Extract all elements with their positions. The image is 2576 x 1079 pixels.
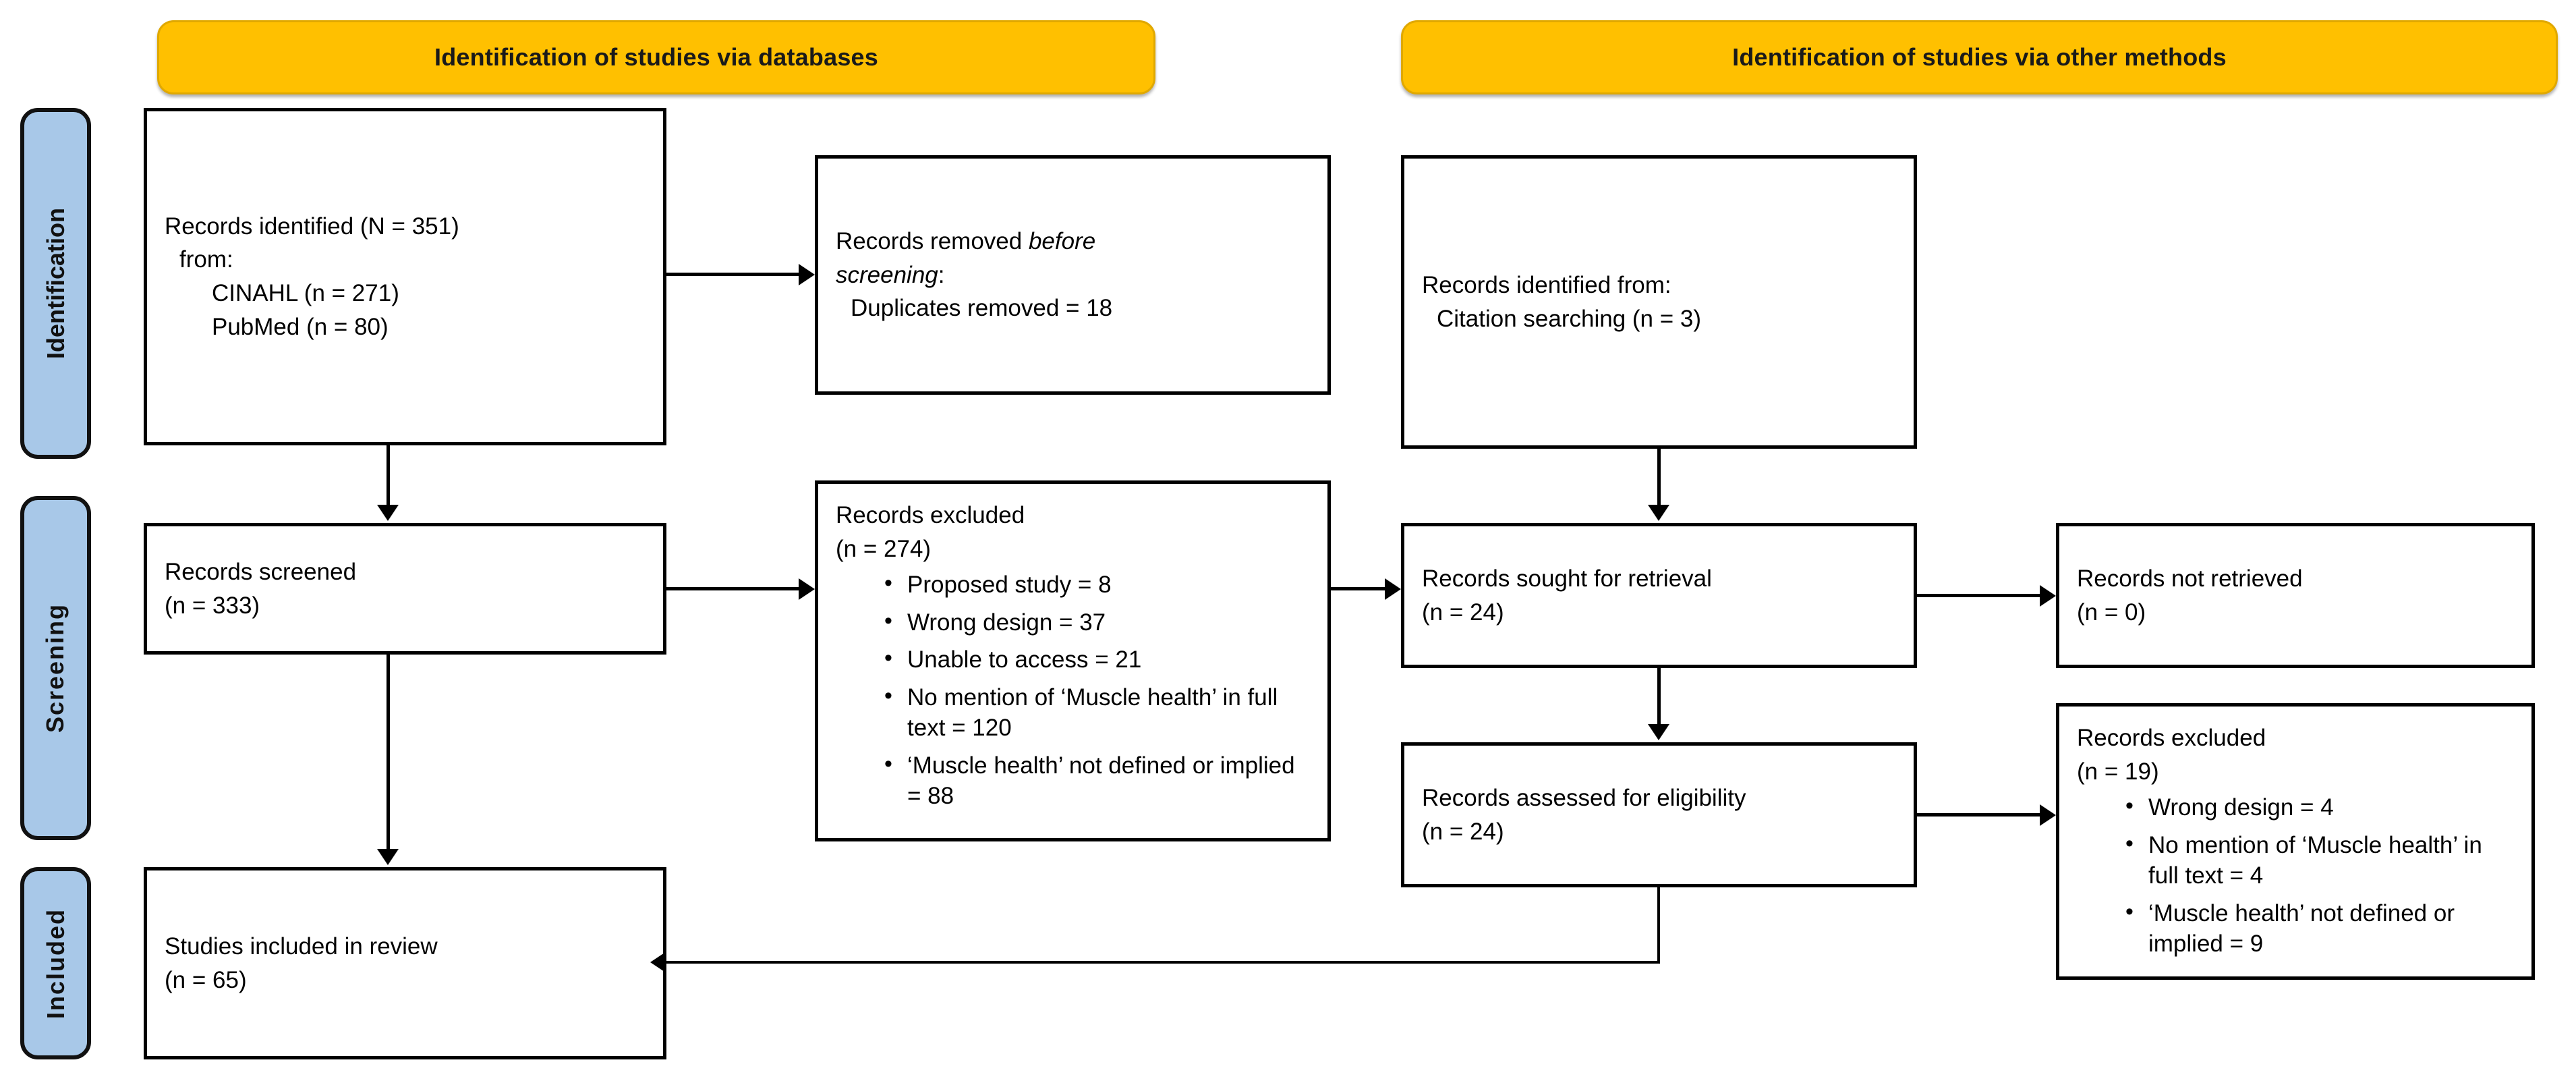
records-identified-line4: PubMed (n = 80): [212, 313, 389, 340]
connector-assessed-to-excluded-other: [1917, 813, 2040, 817]
arrowhead-screened-to-excluded: [799, 578, 815, 600]
connector-sought-to-assessed: [1657, 668, 1661, 725]
box-records-excluded-databases: Records excluded (n = 274) Proposed stud…: [815, 480, 1331, 841]
stage-screening-text: Screening: [41, 603, 69, 734]
connector-excluded-to-sought: [1331, 587, 1385, 590]
list-item: Wrong design = 4: [2125, 791, 2514, 823]
records-sought-line2: (n = 24): [1422, 599, 1504, 626]
connector-identified-other-to-sought: [1657, 449, 1661, 506]
stage-label-identification: Identification: [20, 108, 91, 459]
records-excluded-other-bullet-list: Wrong design = 4 No mention of ‘Muscle h…: [2077, 791, 2514, 960]
connector-assessed-to-included-horizontal: [666, 961, 1660, 964]
list-item: No mention of ‘Muscle health’ in full te…: [2125, 829, 2514, 891]
banner-databases: Identification of studies via databases: [157, 20, 1155, 94]
records-excluded-db-line2: (n = 274): [836, 535, 932, 562]
arrowhead-identified-to-screened: [377, 505, 399, 521]
connector-screened-to-included: [387, 655, 390, 850]
arrowhead-screened-to-included: [377, 849, 399, 865]
records-removed-line1: Records removed before: [836, 225, 1310, 258]
list-item: ‘Muscle health’ not defined or implied =…: [2125, 897, 2514, 960]
list-item: ‘Muscle health’ not defined or implied =…: [884, 749, 1310, 812]
list-item: No mention of ‘Muscle health’ in full te…: [884, 681, 1310, 744]
box-records-not-retrieved: Records not retrieved (n = 0): [2056, 523, 2535, 668]
box-records-excluded-other: Records excluded (n = 19) Wrong design =…: [2056, 703, 2535, 980]
records-not-retrieved-line2: (n = 0): [2077, 599, 2146, 626]
studies-included-line2: (n = 65): [165, 966, 247, 993]
box-records-identified: Records identified (N = 351) from: CINAH…: [144, 108, 666, 445]
box-records-identified-other: Records identified from: Citation search…: [1401, 155, 1917, 449]
connector-identified-to-screened: [387, 445, 390, 506]
records-screened-line2: (n = 333): [165, 592, 260, 619]
box-records-screened: Records screened (n = 333): [144, 523, 666, 655]
records-assessed-line1: Records assessed for eligibility: [1422, 784, 1746, 811]
list-item: Unable to access = 21: [884, 643, 1310, 675]
box-records-assessed-for-eligibility: Records assessed for eligibility (n = 24…: [1401, 742, 1917, 887]
records-excluded-other-line1: Records excluded: [2077, 725, 2266, 751]
connector-assessed-to-included-vertical: [1657, 887, 1660, 963]
records-removed-line3: Duplicates removed = 18: [851, 295, 1113, 322]
banner-databases-label: Identification of studies via databases: [434, 43, 878, 71]
records-assessed-line2: (n = 24): [1422, 818, 1504, 845]
records-sought-line1: Records sought for retrieval: [1422, 565, 1712, 592]
records-not-retrieved-line1: Records not retrieved: [2077, 565, 2303, 592]
box-studies-included: Studies included in review (n = 65): [144, 867, 666, 1059]
banner-other-methods-label: Identification of studies via other meth…: [1732, 43, 2227, 71]
records-removed-line1-a: Records removed: [836, 227, 1029, 254]
records-identified-other-line1: Records identified from:: [1422, 271, 1671, 298]
arrowhead-sought-to-not-retrieved: [2040, 585, 2056, 607]
arrowhead-identified-to-removed: [799, 264, 815, 285]
arrowhead-assessed-to-included: [650, 951, 666, 973]
arrowhead-sought-to-assessed: [1648, 724, 1669, 740]
box-records-sought-for-retrieval: Records sought for retrieval (n = 24): [1401, 523, 1917, 668]
records-identified-other-line2: Citation searching (n = 3): [1437, 305, 1702, 332]
records-identified-line1: Records identified (N = 351): [165, 213, 459, 240]
arrowhead-assessed-to-excluded-other: [2040, 804, 2056, 826]
records-identified-line3: CINAHL (n = 271): [212, 280, 399, 306]
records-excluded-db-line1: Records excluded: [836, 502, 1025, 528]
banner-other-methods: Identification of studies via other meth…: [1401, 20, 2558, 94]
list-item: Proposed study = 8: [884, 568, 1310, 601]
records-removed-line1-b: before: [1028, 227, 1096, 254]
arrowhead-excluded-to-sought: [1385, 578, 1401, 600]
arrowhead-identified-other-to-sought: [1648, 505, 1669, 521]
list-item: Wrong design = 37: [884, 606, 1310, 638]
records-screened-line1: Records screened: [165, 558, 357, 585]
connector-sought-to-not-retrieved: [1917, 594, 2040, 597]
connector-identified-to-removed: [666, 273, 799, 276]
stage-label-included: Included: [20, 867, 91, 1059]
stage-included-text: Included: [41, 908, 69, 1019]
records-removed-line2: screening:: [836, 258, 1310, 292]
records-excluded-db-bullet-list: Proposed study = 8 Wrong design = 37 Una…: [836, 568, 1310, 812]
stage-identification-text: Identification: [41, 208, 69, 359]
records-removed-line2-a: screening: [836, 261, 938, 288]
records-identified-line2: from:: [179, 246, 233, 273]
records-excluded-other-line2: (n = 19): [2077, 758, 2159, 785]
studies-included-line1: Studies included in review: [165, 933, 438, 960]
stage-label-screening: Screening: [20, 496, 91, 840]
connector-screened-to-excluded: [666, 587, 799, 590]
box-records-removed-before-screening: Records removed before screening: Duplic…: [815, 155, 1331, 395]
records-removed-line2-b: :: [938, 261, 945, 288]
